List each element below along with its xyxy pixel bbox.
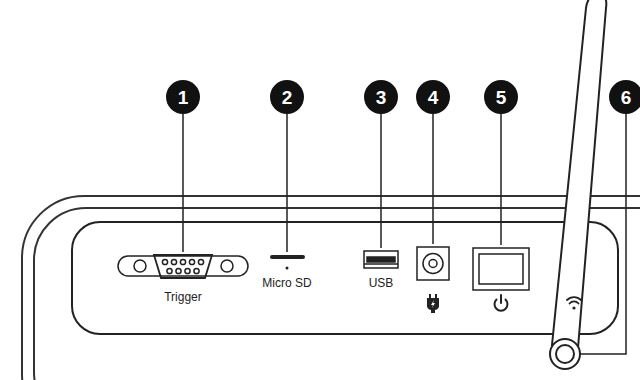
- power-switch: [473, 248, 529, 290]
- port-label: Micro SD: [262, 276, 311, 290]
- callout-number: 5: [496, 87, 507, 109]
- port-label: USB: [369, 276, 394, 290]
- wifi-icon: [567, 297, 581, 309]
- housing-outline: [22, 196, 640, 380]
- callout-number: 4: [428, 87, 439, 109]
- callout-discs: [166, 80, 640, 114]
- housing-inner-edge: [34, 208, 640, 380]
- port-panel: [72, 222, 618, 334]
- power-jack: [417, 247, 449, 280]
- usb-port: [364, 251, 398, 268]
- microsd-slot: [270, 255, 305, 270]
- callout-number: 2: [282, 87, 293, 109]
- callout-number: 1: [178, 87, 189, 109]
- callout-number: 3: [376, 87, 387, 109]
- antenna: [550, 0, 606, 369]
- plug-icon: [427, 294, 439, 313]
- power-icon: [495, 295, 508, 311]
- leader-lines: [183, 114, 626, 354]
- callout-number: 6: [621, 87, 632, 109]
- db9-connector: [118, 255, 248, 278]
- port-label: Trigger: [164, 290, 202, 304]
